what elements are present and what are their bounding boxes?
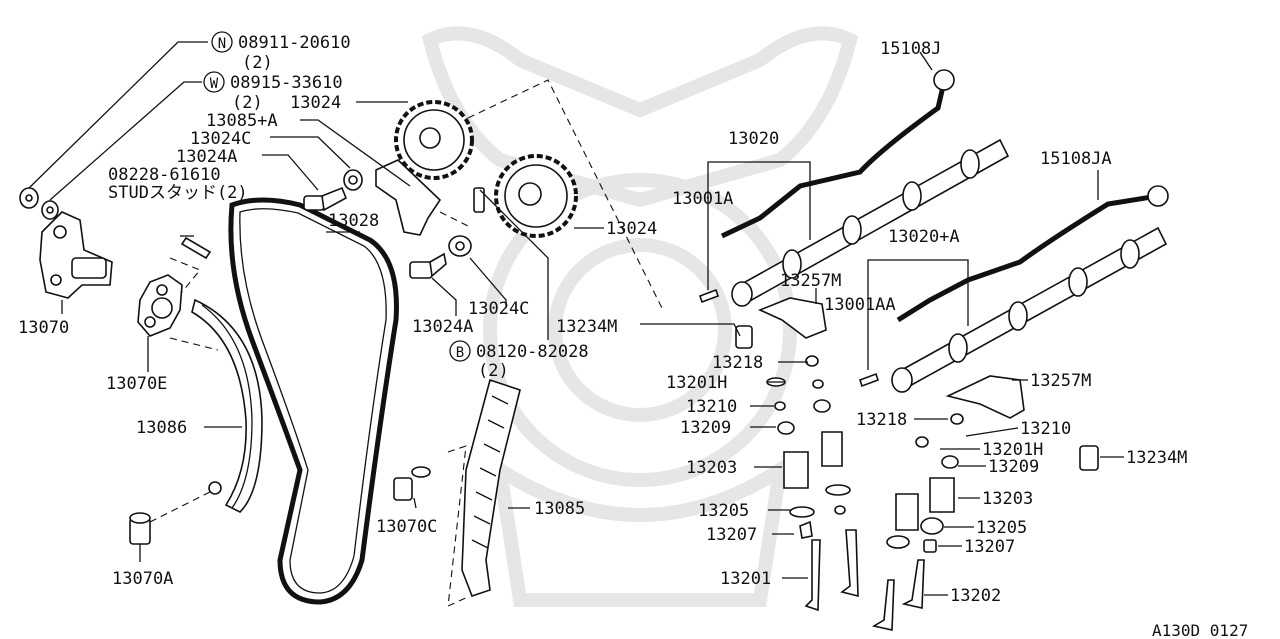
- label-13024-top: 13024: [290, 93, 341, 113]
- svg-text:B: B: [456, 345, 464, 361]
- label-13202: 13202: [950, 586, 1001, 606]
- svg-text:W: W: [210, 76, 219, 92]
- dowel-pin-right[interactable]: [858, 372, 880, 388]
- label-13201: 13201: [720, 569, 771, 589]
- gasket-13070e[interactable]: [137, 274, 183, 337]
- chain-tensioner-13070[interactable]: [39, 211, 113, 299]
- chain-guide-13086[interactable]: [191, 298, 263, 513]
- svg-text:N: N: [218, 36, 226, 52]
- oil-pipe-15108j[interactable]: [720, 69, 955, 239]
- valve-train-left[interactable]: [766, 355, 859, 612]
- label-13205-right: 13205: [976, 518, 1027, 538]
- rocker-13257m-top[interactable]: [757, 297, 827, 339]
- label-13001a: 13001A: [672, 189, 733, 209]
- bolt-13024a-mid[interactable]: [409, 252, 447, 279]
- label-13024c-mid: 13024C: [468, 299, 529, 319]
- assembly-dash-lines: [149, 79, 665, 607]
- timing-chain-13028[interactable]: [228, 197, 399, 605]
- label-15108ja: 15108JA: [1040, 149, 1112, 169]
- label-13086: 13086: [136, 418, 187, 438]
- label-13207-left: 13207: [706, 525, 757, 545]
- washer-w[interactable]: [41, 200, 59, 220]
- leader-lines: [28, 41, 1124, 596]
- sprocket-13024-right[interactable]: [494, 154, 578, 238]
- washer-13024c-mid[interactable]: [448, 235, 472, 257]
- label-13201h-right: 13201H: [982, 440, 1043, 460]
- oil-pipe-15108ja[interactable]: [896, 185, 1169, 323]
- camshaft-13001a[interactable]: [731, 138, 1010, 307]
- label-13210-right: 13210: [1020, 419, 1071, 439]
- label-13201h-left: 13201H: [666, 373, 727, 393]
- washer-n[interactable]: [19, 187, 39, 209]
- bolt-small[interactable]: [473, 187, 485, 213]
- label-08120-82028: 08120-82028: [476, 342, 589, 362]
- label-13203-left: 13203: [686, 458, 737, 478]
- bolt-13024a-top[interactable]: [303, 186, 348, 212]
- label-08228-61610: 08228-61610: [108, 165, 221, 185]
- label-13024-right: 13024: [606, 219, 657, 239]
- rocker-13257m-right[interactable]: [945, 375, 1025, 419]
- label-13085: 13085: [534, 499, 585, 519]
- diagram-code: A130D 0127: [1152, 621, 1248, 639]
- label-13207-right: 13207: [964, 537, 1015, 557]
- label-n-qty: (2): [242, 53, 273, 73]
- lash-adjuster-13234m-left[interactable]: [735, 325, 753, 349]
- dowel-pin-left[interactable]: [698, 288, 720, 304]
- camshaft-13001aa[interactable]: [891, 226, 1168, 393]
- label-13020: 13020: [728, 129, 779, 149]
- label-13070e: 13070E: [106, 374, 167, 394]
- label-13203-right: 13203: [982, 489, 1033, 509]
- label-08911-20610: 08911-20610: [238, 33, 351, 53]
- watermark-emblem: [421, 26, 859, 607]
- circle-w-badge: W: [203, 71, 225, 93]
- label-13210-left: 13210: [686, 397, 737, 417]
- label-13024c-top: 13024C: [190, 129, 251, 149]
- label-08915-33610: 08915-33610: [230, 73, 343, 93]
- lash-adjuster-13234m-right[interactable]: [1079, 445, 1099, 471]
- circle-b-badge: B: [449, 340, 471, 362]
- label-13234m-right: 13234M: [1126, 448, 1187, 468]
- label-stud: STUDスタッド(2): [108, 183, 248, 203]
- label-13085a: 13085+A: [206, 111, 278, 131]
- label-13218-right: 13218: [856, 410, 907, 430]
- bolt-13070a[interactable]: [129, 512, 151, 545]
- label-13024a-mid: 13024A: [412, 317, 473, 337]
- bolt-13070c[interactable]: [393, 466, 431, 501]
- label-13024a-top: 13024A: [176, 147, 237, 167]
- label-13209-right: 13209: [988, 457, 1039, 477]
- circle-n-badge: N: [211, 31, 233, 53]
- label-13028: 13028: [328, 211, 379, 231]
- label-13234m-left: 13234M: [556, 317, 617, 337]
- label-13070: 13070: [18, 318, 69, 338]
- label-13218-left: 13218: [712, 353, 763, 373]
- label-b-qty: (2): [478, 361, 509, 381]
- valve-train-right[interactable]: [871, 413, 964, 631]
- label-13209-left: 13209: [680, 418, 731, 438]
- label-13070a: 13070A: [112, 569, 173, 589]
- stud[interactable]: [180, 236, 212, 260]
- label-w-qty: (2): [232, 93, 263, 113]
- label-13257m-top: 13257M: [780, 271, 841, 291]
- label-13020a: 13020+A: [888, 227, 960, 247]
- label-13001aa: 13001AA: [824, 295, 896, 315]
- label-15108j: 15108J: [880, 39, 941, 59]
- chain-guide-13085[interactable]: [461, 378, 521, 598]
- label-13257m-right: 13257M: [1030, 371, 1091, 391]
- sprocket-13024-top[interactable]: [394, 100, 474, 180]
- label-13070c: 13070C: [376, 517, 437, 537]
- label-13205-left: 13205: [698, 501, 749, 521]
- washer-13024c-top[interactable]: [343, 169, 363, 191]
